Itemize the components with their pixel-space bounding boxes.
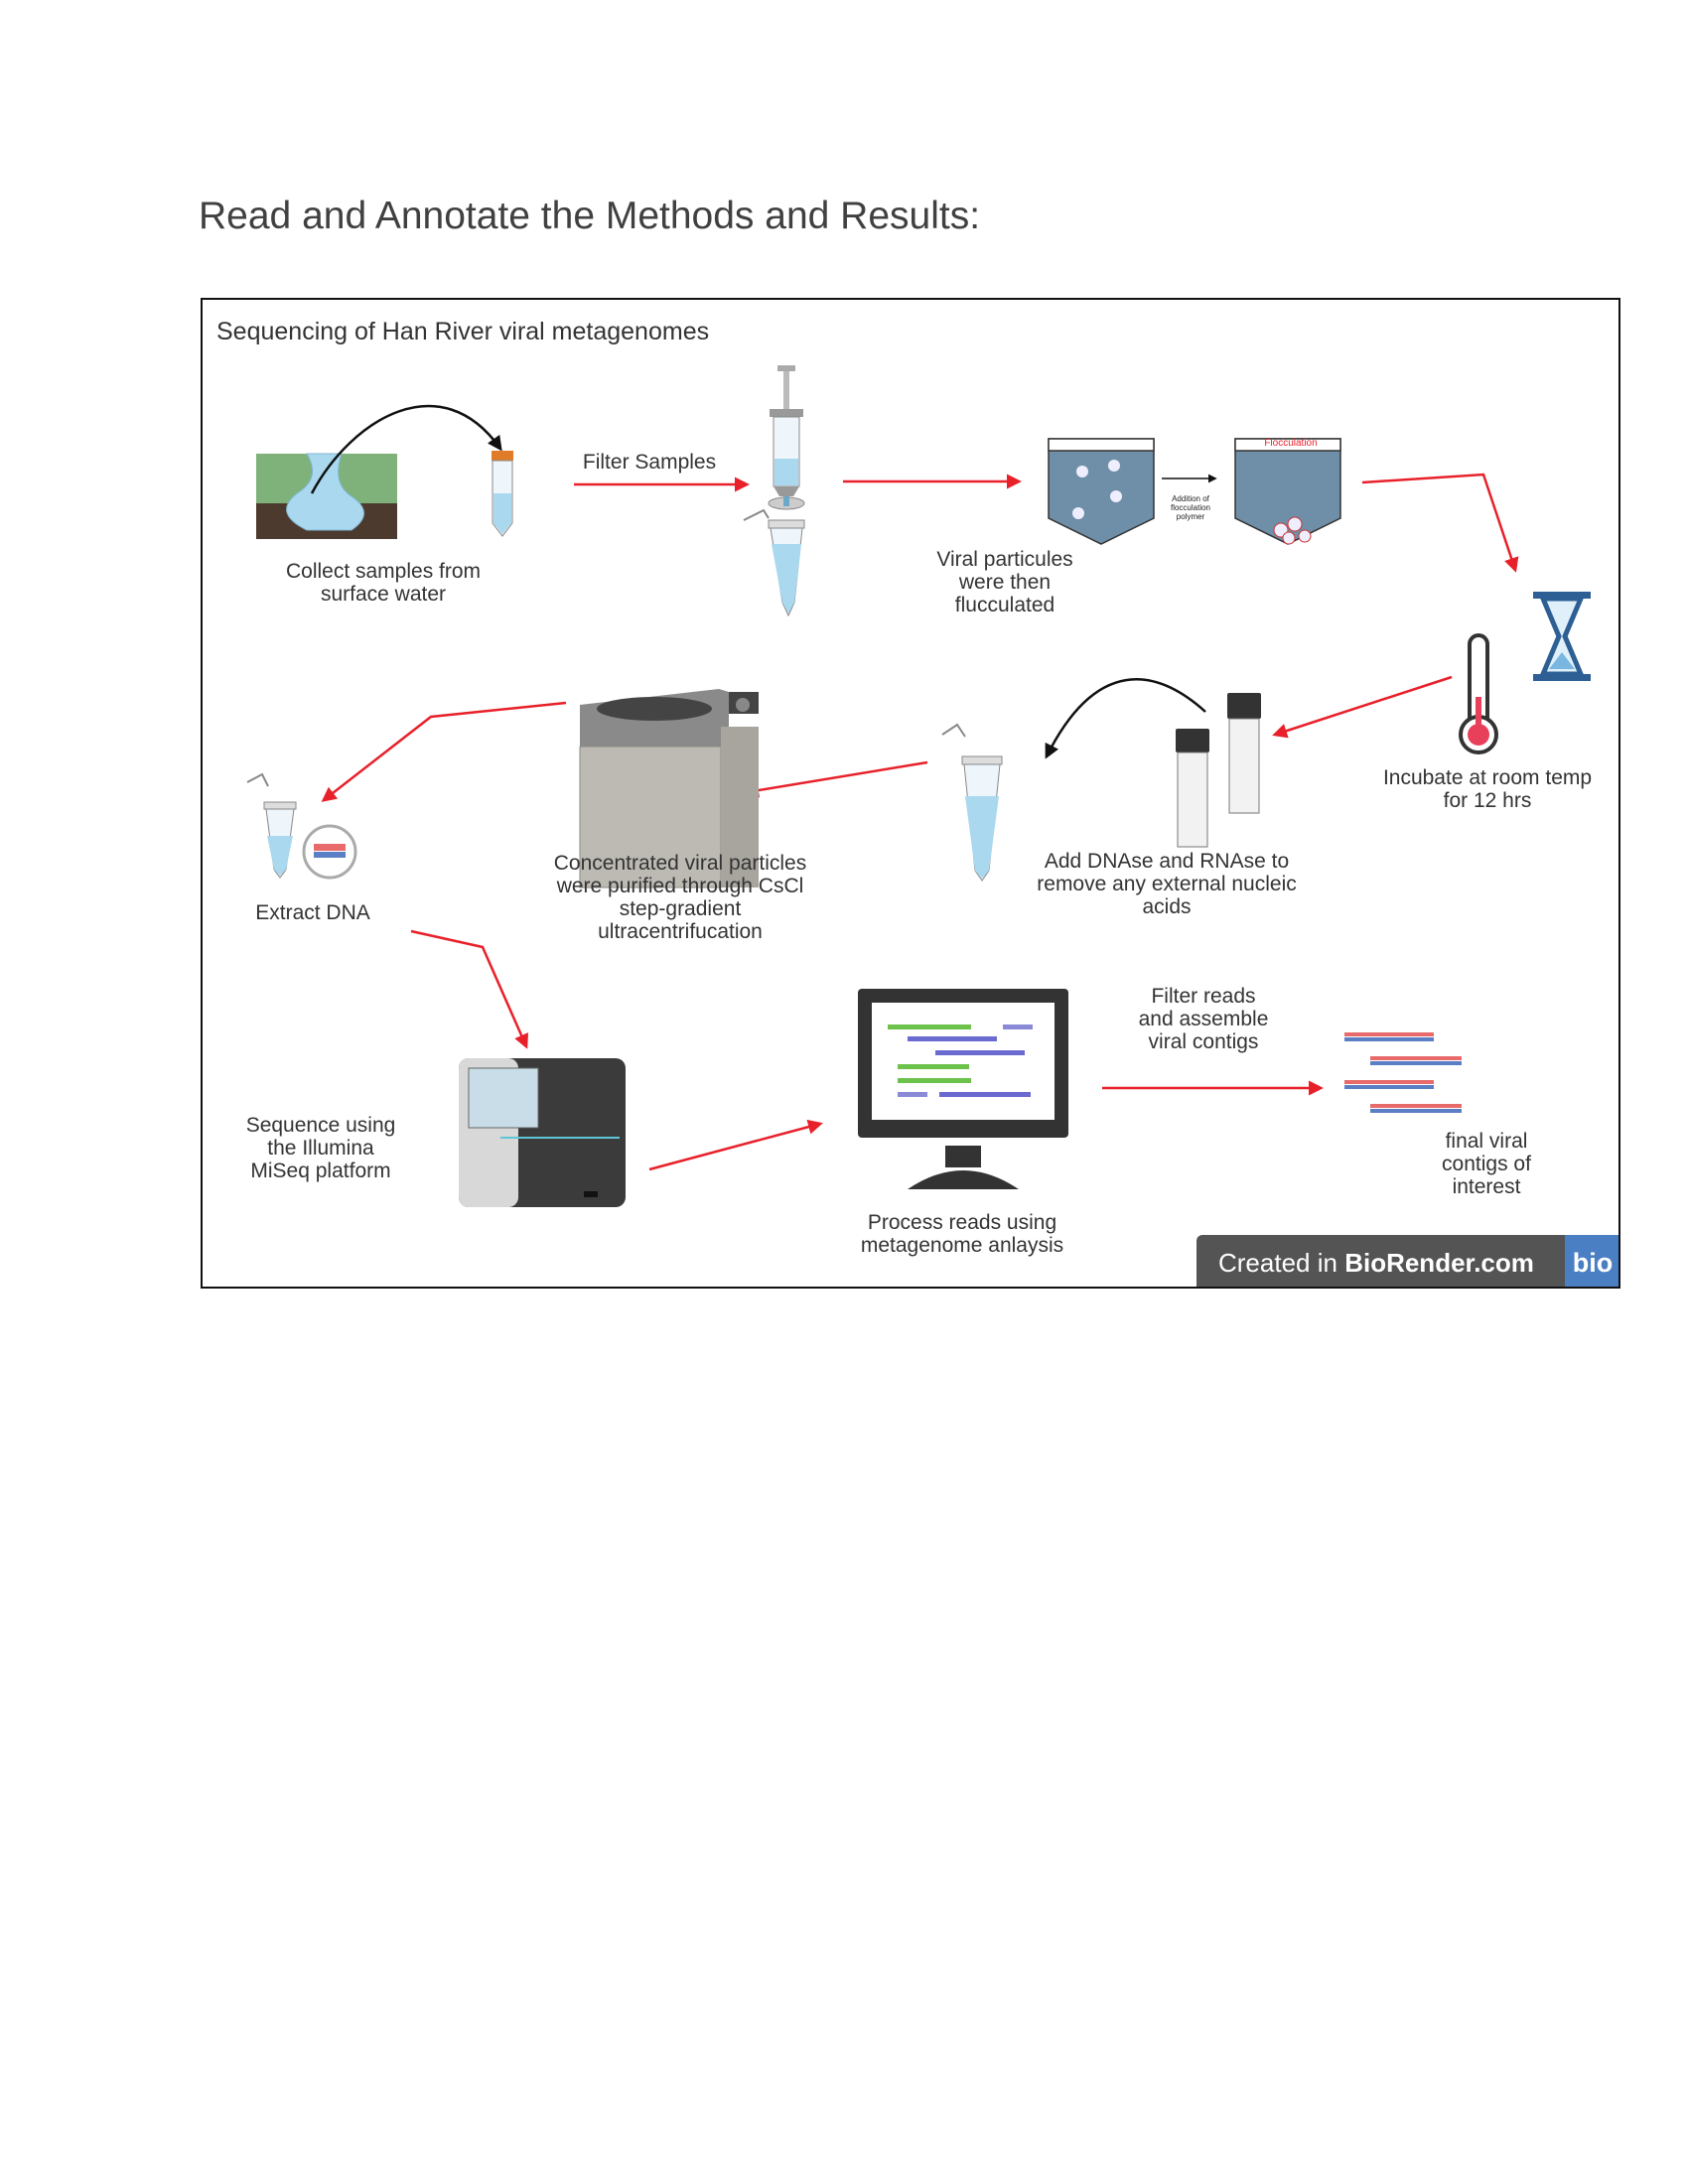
hourglass-icon	[1533, 592, 1591, 681]
arrow-dnase	[1272, 675, 1453, 739]
sample-tube-icon	[492, 451, 513, 537]
microtube-icon	[941, 723, 1003, 882]
figure-title: Sequencing of Han River viral metagenome…	[216, 318, 710, 345]
label-sequence: Sequence using the Illumina MiSeq platfo…	[245, 1114, 396, 1182]
ultracentrifuge-icon	[579, 689, 759, 888]
arrow-sequence	[410, 929, 529, 1049]
workflow-graphics	[246, 365, 1591, 1207]
label-flocculate: Viral particules were then flucculated	[936, 548, 1073, 616]
collect-curve-arrow	[310, 404, 502, 494]
reagent-vials-icon	[1176, 693, 1261, 848]
dna-tube-icon	[246, 772, 357, 880]
flocculation-after-icon	[1234, 438, 1341, 545]
arrow-incubate	[1361, 473, 1519, 573]
miseq-sequencer-icon	[459, 1058, 626, 1207]
computer-monitor-icon	[858, 989, 1068, 1189]
label-flocculation-note: Addition of flocculation polymer	[1170, 494, 1211, 521]
label-filter: Filter Samples	[582, 451, 717, 474]
collection-tube-icon	[743, 508, 805, 617]
biorender-credit: Created in BioRender.com bio	[1196, 1235, 1618, 1287]
page-heading: Read and Annotate the Methods and Result…	[199, 195, 981, 237]
label-incubate: Incubate at room temp for 12 hrs	[1382, 766, 1593, 812]
label-dnase: Add DNAse and RNAse to remove any extern…	[1037, 850, 1297, 918]
label-assemble: Filter reads and assemble viral contigs	[1138, 985, 1269, 1053]
biorender-logo: bio	[1565, 1235, 1618, 1287]
river-landscape-icon	[256, 453, 397, 539]
arrow-process	[648, 1119, 823, 1171]
label-extract: Extract DNA	[255, 901, 370, 924]
label-process: Process reads using metagenome anlaysis	[860, 1211, 1064, 1257]
credit-text: Created in BioRender.com	[1218, 1247, 1534, 1278]
label-collect: Collect samples from surface water	[285, 560, 482, 606]
syringe-filter-icon	[768, 365, 805, 510]
flocculation-before-icon	[1048, 438, 1155, 545]
label-flocculation-tag: Flocculation	[1264, 438, 1318, 449]
dnase-curve-arrow	[1045, 678, 1206, 759]
final-contigs-icon	[1344, 1032, 1462, 1113]
arrow-extract	[321, 701, 567, 802]
workflow-figure: Sequencing of Han River viral metagenome…	[201, 298, 1620, 1289]
thermometer-icon	[1459, 633, 1498, 754]
arrow-purify	[744, 760, 928, 798]
label-purify: Concentrated viral particles were purifi…	[553, 852, 807, 943]
label-final: final viral contigs of interest	[1442, 1130, 1531, 1198]
